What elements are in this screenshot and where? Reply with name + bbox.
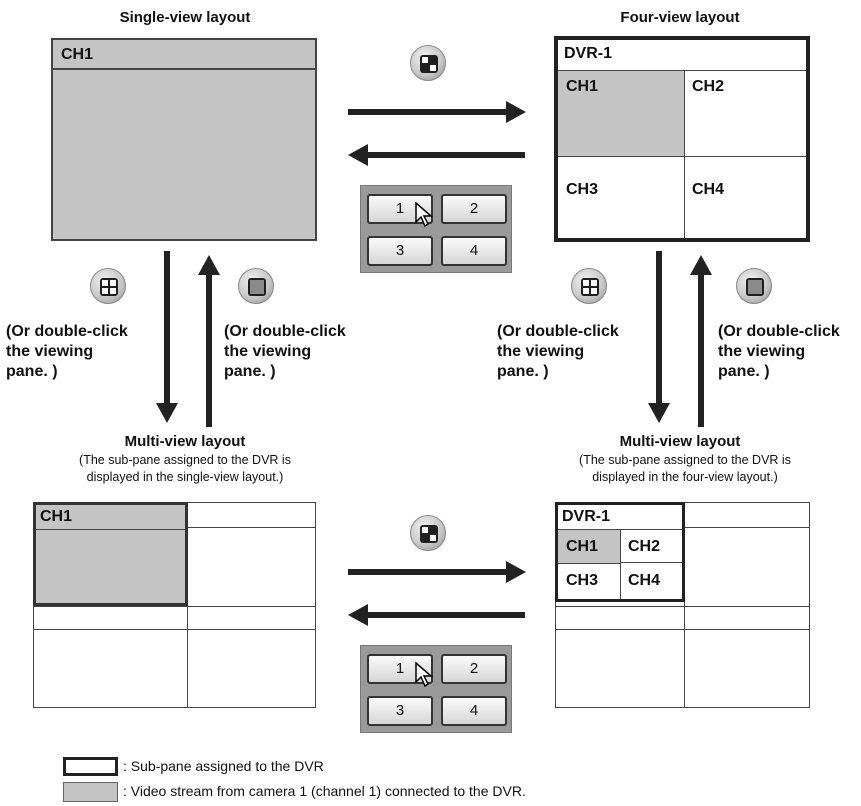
four-ch1-label: CH1 xyxy=(566,78,599,95)
single-view-icon xyxy=(746,278,764,296)
four-cell-divider xyxy=(684,156,685,238)
key-3[interactable]: 3 xyxy=(367,696,433,726)
arrows-right xyxy=(648,251,712,427)
channel-keypad-bottom: 1 2 3 4 xyxy=(360,645,512,733)
channel-keypad-top: 1 2 3 4 xyxy=(360,185,512,273)
key-4[interactable]: 4 xyxy=(441,696,507,726)
four-cell-ch2[interactable] xyxy=(685,71,806,157)
four-dvr-label: DVR-1 xyxy=(564,45,613,62)
single-view-pane[interactable]: CH1 xyxy=(51,38,317,241)
arrows-bottom xyxy=(348,561,526,626)
key-4[interactable]: 4 xyxy=(441,236,507,266)
arrows-left xyxy=(156,251,220,427)
single-ch1-label: CH1 xyxy=(61,46,94,63)
single-view-button-left[interactable] xyxy=(238,268,274,304)
multi-left-ch1-label: CH1 xyxy=(40,508,73,525)
multi-right-ch1-label: CH1 xyxy=(566,538,599,555)
key-2[interactable]: 2 xyxy=(441,654,507,684)
multi-left-title: Multi-view layout xyxy=(124,433,246,450)
four-view-pane[interactable]: DVR-1 CH1 CH2 CH3 CH4 xyxy=(554,36,810,242)
multi-right-title: Multi-view layout xyxy=(619,433,741,450)
key-3[interactable]: 3 xyxy=(367,236,433,266)
multi-right-ch4-label: CH4 xyxy=(628,572,661,589)
four-ch2-label: CH2 xyxy=(692,78,725,95)
cursor-icon xyxy=(415,662,433,688)
legend-swatch-dvr xyxy=(63,757,118,776)
four-view-icon xyxy=(420,55,438,73)
four-ch4-label: CH4 xyxy=(692,181,725,198)
single-view-header xyxy=(53,40,315,70)
multi-right-ch3-label: CH3 xyxy=(566,572,599,589)
four-view-icon xyxy=(420,525,438,543)
multi-right-dvr-pane[interactable]: DVR-1 CH1 CH2 CH3 CH4 xyxy=(555,502,685,602)
four-view-title: Four-view layout xyxy=(620,9,740,26)
four-view-header xyxy=(558,40,806,71)
multi-right-grid: DVR-1 CH1 CH2 CH3 CH4 xyxy=(555,502,810,708)
key-2[interactable]: 2 xyxy=(441,194,507,224)
multi-view-icon xyxy=(581,278,599,296)
four-ch3-label: CH3 xyxy=(566,181,599,198)
legend-text-dvr: : Sub-pane assigned to the DVR xyxy=(123,758,324,774)
multi-view-button-right[interactable] xyxy=(571,268,607,304)
multi-left-dvr-pane[interactable]: CH1 xyxy=(33,502,188,606)
legend-swatch-camera xyxy=(63,782,118,802)
multi-left-grid: CH1 xyxy=(33,502,316,708)
legend-text-camera: : Video stream from camera 1 (channel 1)… xyxy=(123,783,526,799)
multi-right-ch2-label: CH2 xyxy=(628,538,661,555)
single-view-button-right[interactable] xyxy=(736,268,772,304)
single-view-icon xyxy=(248,278,266,296)
four-view-button-bottom[interactable] xyxy=(410,515,446,551)
cursor-icon xyxy=(415,202,433,228)
single-view-title: Single-view layout xyxy=(119,9,251,26)
multi-right-cell-ch1[interactable] xyxy=(558,530,621,564)
four-view-button[interactable] xyxy=(410,45,446,81)
arrows-top xyxy=(348,101,526,166)
multi-view-button-left[interactable] xyxy=(90,268,126,304)
multi-right-dvr-label: DVR-1 xyxy=(562,508,611,525)
multi-view-icon xyxy=(100,278,118,296)
four-cell-ch1[interactable] xyxy=(558,71,685,157)
